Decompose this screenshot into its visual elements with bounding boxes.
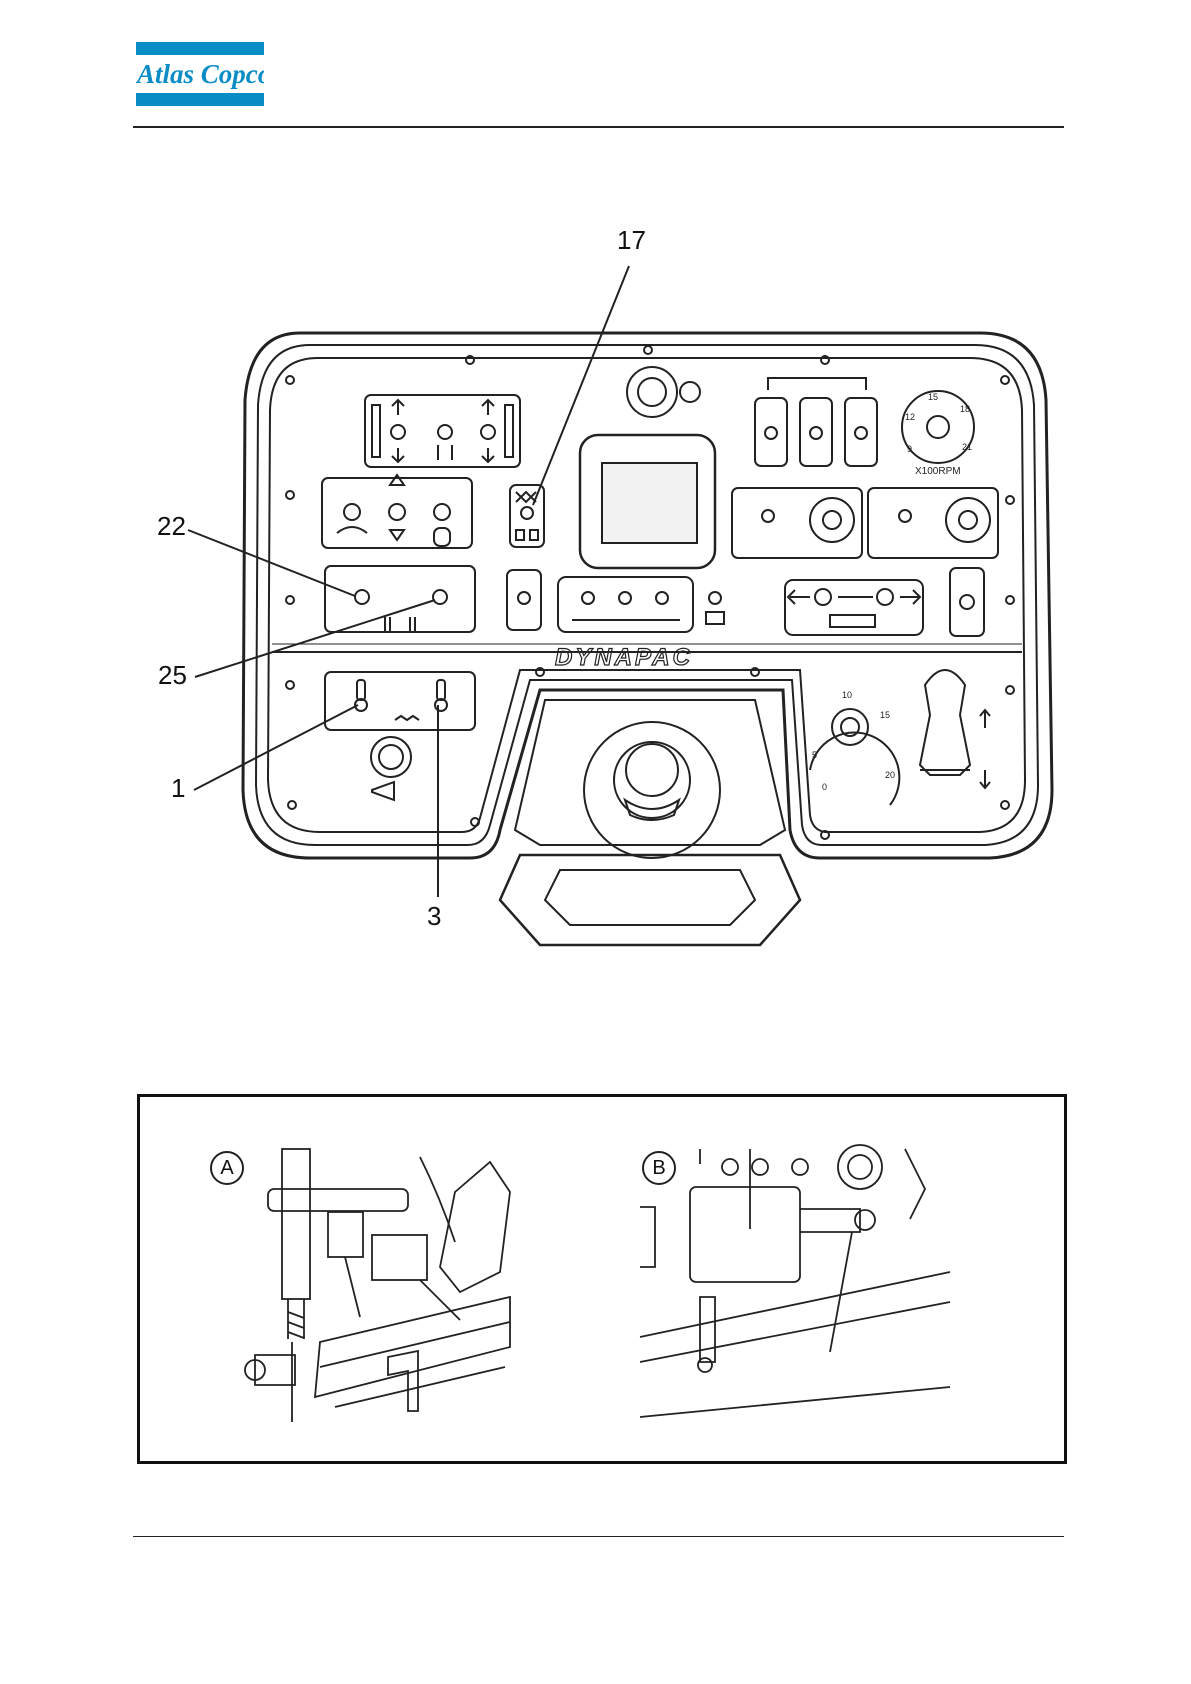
callout-1: 1 (171, 773, 185, 804)
rpm-tick: 21 (962, 442, 972, 452)
speed-tick: 10 (842, 690, 852, 700)
rpm-tick: 9 (907, 444, 912, 454)
callout-22: 22 (157, 511, 186, 542)
dynapac-brand-text: DYNAPAC (555, 644, 693, 671)
callout-25: 25 (158, 660, 187, 691)
speed-tick: 5 (812, 750, 817, 760)
rpm-label: X100RPM (915, 466, 961, 477)
speed-tick: 15 (880, 710, 890, 720)
rpm-tick: 12 (905, 412, 915, 422)
speed-tick: 20 (885, 770, 895, 780)
callout-3: 3 (427, 901, 441, 932)
speed-tick: 0 (822, 782, 827, 792)
detail-figure-box: A B (137, 1094, 1067, 1464)
detail-label-b: B (642, 1151, 676, 1185)
control-panel-illustration: DYNAPAC X100RPM 9 12 15 18 21 0 5 10 15 … (0, 0, 1191, 1000)
rpm-tick: 18 (960, 404, 970, 414)
callout-17: 17 (617, 225, 646, 256)
detail-illustrations (140, 1097, 1064, 1461)
detail-label-a: A (210, 1151, 244, 1185)
footer-rule (133, 1536, 1064, 1537)
rpm-tick: 15 (928, 392, 938, 402)
